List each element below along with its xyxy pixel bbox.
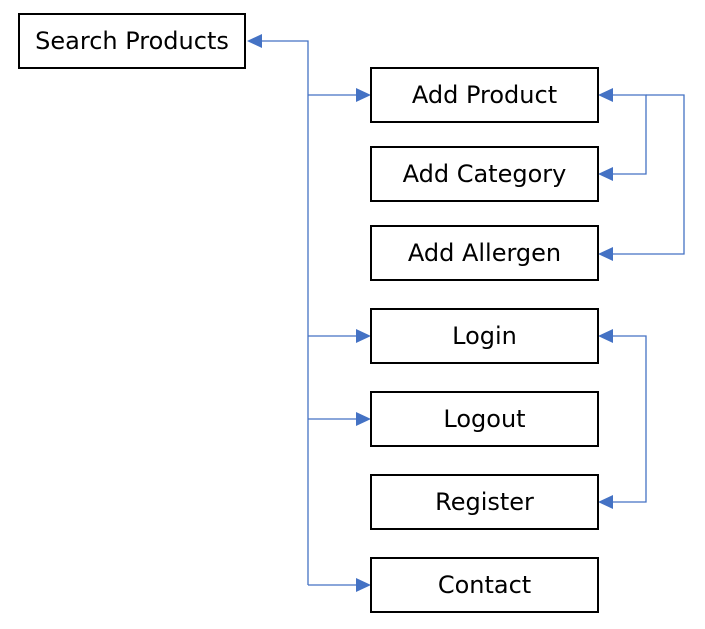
node-add-allergen: Add Allergen <box>370 225 599 281</box>
arrowhead-to-add-allergen <box>598 247 613 261</box>
arrowhead-to-login <box>356 329 371 343</box>
connector-search-products-trunk <box>262 40 309 585</box>
arrowhead-to-search-products <box>247 34 262 48</box>
node-contact: Contact <box>370 557 599 613</box>
arrowhead-to-register <box>598 495 613 509</box>
node-search-products: Search Products <box>18 13 246 69</box>
connector-add-product-to-add-category <box>613 94 647 175</box>
node-add-category: Add Category <box>370 146 599 202</box>
arrowhead-into-login <box>598 329 613 343</box>
connector-add-product-to-add-allergen <box>613 94 685 255</box>
arrowhead-to-add-product <box>356 88 371 102</box>
arrowhead-to-logout <box>356 412 371 426</box>
node-add-product: Add Product <box>370 67 599 123</box>
arrowhead-to-add-category <box>598 167 613 181</box>
connector-login-to-register <box>613 335 647 503</box>
arrowhead-to-contact <box>356 578 371 592</box>
node-logout: Logout <box>370 391 599 447</box>
node-login: Login <box>370 308 599 364</box>
node-register: Register <box>370 474 599 530</box>
arrowhead-into-add-product <box>598 88 613 102</box>
